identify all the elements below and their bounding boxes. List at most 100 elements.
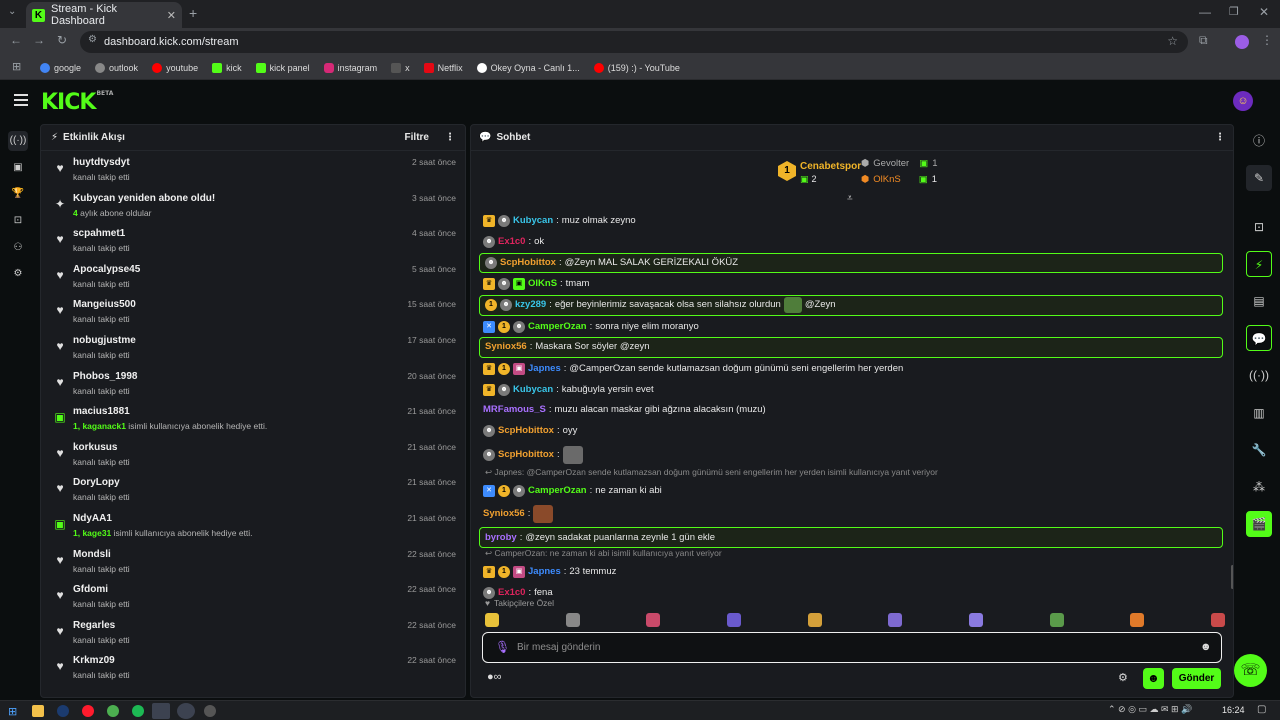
clock-app-icon[interactable] [204, 705, 216, 717]
activity-user[interactable]: Gfdomi [73, 584, 108, 596]
chat-username[interactable]: byroby [485, 531, 517, 543]
chat-username[interactable]: CamperOzan [528, 484, 587, 496]
reload-icon[interactable]: ↻ [57, 33, 68, 47]
file-explorer-icon[interactable] [32, 705, 44, 717]
chat-username[interactable]: ScpHobittox [498, 448, 554, 460]
activity-user[interactable]: macius1881 [73, 406, 130, 418]
chat-message[interactable]: ♛1▣Japnes:@CamperOzan sende kutlamazsan … [483, 358, 903, 379]
rail-settings-icon[interactable]: ⚙ [13, 268, 23, 279]
chat-username[interactable]: Syniox56 [485, 341, 527, 353]
tab-search-icon[interactable]: ⌄ [8, 6, 17, 17]
activity-user[interactable]: Mangeius500 [73, 299, 136, 311]
browser-menu-icon[interactable]: ⋮ [1261, 33, 1273, 47]
bookmark-instagram[interactable]: instagram [323, 62, 377, 73]
browser-tab[interactable]: K Stream - Kick Dashboard ✕ [26, 2, 182, 28]
kick-logo[interactable]: KICKBETA [41, 90, 113, 115]
wrench-icon[interactable]: 🔧 [1251, 443, 1267, 457]
windows-start-icon[interactable]: ⊞ [8, 706, 18, 718]
quick-emote-icon[interactable] [807, 613, 822, 627]
chat-message[interactable]: ✕1☻CamperOzan:sonra niye elim moranyo [483, 316, 699, 337]
activity-user[interactable]: nobugjustme [73, 335, 136, 346]
notification-icon[interactable]: ▢ [1257, 704, 1267, 715]
activity-lightning-icon[interactable]: ⚡ [1246, 251, 1272, 277]
chat-username[interactable]: kzy289 [515, 299, 547, 311]
bookmark-netflix[interactable]: Netflix [423, 62, 463, 73]
quick-emote-icon[interactable] [888, 613, 903, 627]
chat-message-input[interactable]: Bir mesaj gönderin [482, 632, 1222, 663]
chat-message[interactable]: ☻Ex1c0:fena [483, 583, 553, 604]
activity-user[interactable]: Regarles [73, 619, 116, 631]
bookmark-x[interactable]: x [391, 62, 410, 73]
chrome-icon[interactable] [107, 705, 119, 717]
quick-emote-icon[interactable] [565, 613, 580, 627]
opera-icon[interactable] [82, 705, 94, 717]
bookmark-okey[interactable]: Okey Oyna - Canlı 1... [476, 62, 580, 73]
new-tab-icon[interactable]: + [189, 5, 198, 21]
rail-users-icon[interactable]: ⚇ [13, 242, 23, 253]
user-avatar[interactable]: ☺ [1233, 91, 1253, 111]
send-button[interactable]: Gönder [1172, 668, 1221, 689]
chat-username[interactable]: Ex1c0 [498, 586, 526, 598]
chat-username[interactable]: Japnes [528, 566, 561, 578]
chat-username[interactable]: ScpHobittox [498, 425, 554, 437]
info-icon[interactable]: ⓘ [1252, 134, 1265, 148]
quick-emote-icon[interactable] [1210, 613, 1225, 627]
broadcast-icon[interactable]: ((·)) [1249, 368, 1269, 382]
rail-stream-icon[interactable]: ((·)) [8, 131, 28, 151]
chat-username[interactable]: Ex1c0 [498, 236, 526, 248]
tray-icons[interactable]: ⌃ ⊘ ◎ ▭ ☁ ✉ ⊞ 🔊 [1108, 704, 1193, 714]
profile-icon[interactable] [1235, 35, 1249, 49]
chat-username[interactable]: Kubycan [513, 383, 554, 395]
chat-message[interactable]: Syniox56: [483, 501, 554, 527]
chat-message[interactable]: ✕1☻CamperOzan:ne zaman ki abi [483, 481, 662, 502]
reply-context[interactable]: ↩ CamperOzan: ne zaman ki abi isimli kul… [485, 548, 722, 559]
chat-scrollbar[interactable] [1231, 565, 1233, 589]
activity-user[interactable]: Phobos_1998 [73, 370, 138, 382]
back-icon[interactable]: ← [10, 33, 22, 47]
bookmark-outlook[interactable]: outlook [95, 62, 138, 73]
support-chat-icon[interactable]: ☏ [1234, 654, 1267, 687]
chat-message[interactable]: 1☻kzy289:eğer beyinlerimiz savaşacak ols… [479, 294, 1223, 316]
filter-button[interactable]: Filtre [404, 132, 429, 143]
chat-message[interactable]: ☻ScpHobittox:oyy [483, 421, 577, 442]
chat-settings-icon[interactable]: ⚙ [1118, 672, 1128, 684]
chat-message[interactable]: ☻ScpHobittox:@Zeyn MAL SALAK GERİZEKALI … [479, 252, 1223, 274]
emoji-picker-icon[interactable]: ☻ [1200, 641, 1212, 653]
window-close-icon[interactable]: ✕ [1259, 5, 1270, 19]
quick-emote-icon[interactable] [646, 613, 661, 627]
clapper-icon[interactable]: 🎬 [1246, 511, 1272, 537]
chat-message[interactable]: ☻Ex1c0:ok [483, 232, 544, 253]
chat-message[interactable]: ♛1▣Japnes:23 temmuz [483, 562, 616, 583]
quick-emote-icon[interactable] [1130, 613, 1145, 627]
activity-user[interactable]: Apocalypse45 [73, 263, 141, 275]
chat-message[interactable]: MRFamous_S:muzu alacan maskar gibi ağzın… [483, 400, 766, 421]
obs-icon[interactable] [152, 703, 170, 719]
chrome-active-icon[interactable] [177, 703, 195, 719]
chat-username[interactable]: CamperOzan [528, 320, 587, 332]
edit-pencil-icon[interactable]: ✎ [1246, 165, 1272, 191]
leaderboard-third[interactable]: ⬢OlKnS▣1 [861, 174, 937, 185]
activity-menu-icon[interactable]: ⋮ [445, 132, 455, 143]
bookmark-star-icon[interactable]: ☆ [1167, 34, 1178, 48]
activity-user[interactable]: Krkmz09 [73, 655, 115, 667]
apps-grid-icon[interactable]: ⊞ [12, 61, 22, 73]
hamburger-menu-icon[interactable] [14, 94, 28, 106]
rail-dashboard-icon[interactable]: ▣ [13, 162, 23, 173]
chat-message[interactable]: ♛☻Kubycan:kabuğuyla yersin evet [483, 379, 654, 400]
rail-focus-icon[interactable]: ⊡ [13, 215, 23, 226]
points-infinity-icon[interactable]: ●∞ [487, 671, 502, 683]
activity-user[interactable]: DoryLopy [73, 477, 120, 489]
bookmark-kick[interactable]: kick [212, 62, 242, 73]
bookmark-google[interactable]: google [40, 62, 81, 73]
activity-user[interactable]: huytdtysdyt [73, 157, 130, 168]
chat-username[interactable]: Japnes [528, 362, 561, 374]
